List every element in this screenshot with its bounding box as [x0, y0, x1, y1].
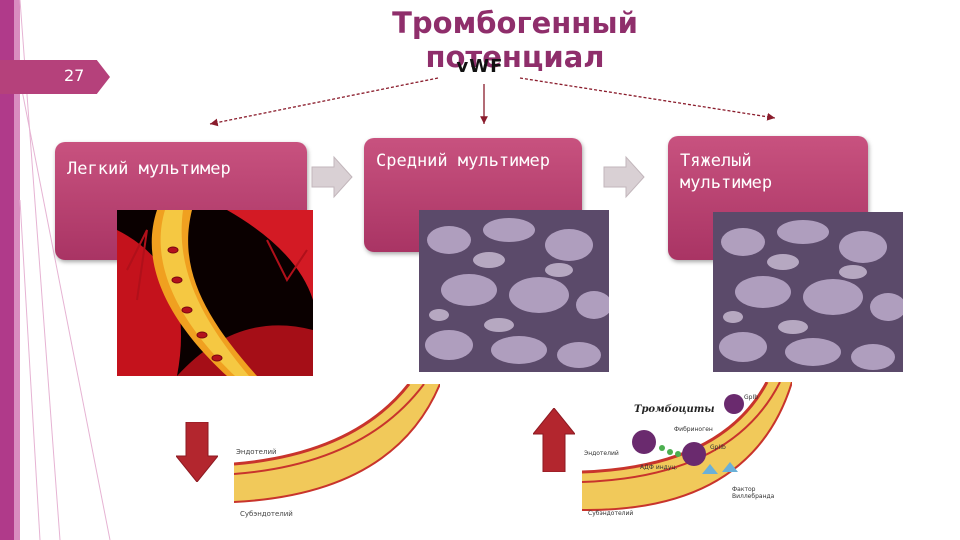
platelets-title: Тромбоциты: [634, 404, 715, 415]
subendothelium-label: Субэндотелий: [588, 510, 634, 517]
gpib-label: GpIb: [744, 394, 759, 401]
vessel-wall-diagram-left: Эндотелий Субэндотелий: [234, 384, 440, 520]
vessel-wall-drawing: [582, 382, 792, 512]
card-light-label: Легкий мультимер: [67, 159, 231, 179]
left-decor-band-light: [14, 0, 20, 540]
up-arrow-icon: [533, 408, 575, 472]
right-arrow-icon: [603, 155, 645, 199]
slide-number-tab: [0, 60, 110, 94]
gpiib-label: GpIIb: [710, 444, 726, 451]
platelets-illustration: [713, 212, 903, 372]
vessel-wall-diagram-right: Тромбоциты GpIb Фибриноген Эндотелий АДФ…: [582, 382, 792, 520]
platelets-image-medium: [419, 210, 609, 372]
platelets-illustration: [419, 210, 609, 372]
card-medium-label: Средний мультимер: [376, 151, 550, 171]
platelets-image-heavy: [713, 212, 903, 372]
blood-vessel-image: [117, 210, 313, 376]
right-arrow-icon: [311, 155, 353, 199]
vessel-wall-drawing: [234, 384, 440, 503]
card-heavy-label: Тяжелый мультимер: [680, 151, 773, 193]
down-arrow-icon: [176, 422, 218, 482]
blood-vessel-illustration: [117, 210, 313, 376]
vwf-factor-label: Фактор Виллебранда: [732, 486, 775, 500]
vwf-label: vWF: [456, 56, 504, 77]
endothelium-label: Эндотелий: [236, 448, 277, 456]
fibrinogen-label: Фибриноген: [674, 426, 713, 433]
endothelium-label: Эндотелий: [584, 450, 619, 457]
slide-title: Тромбогенный потенциал: [392, 6, 638, 74]
left-decor-band: [0, 0, 14, 540]
subendothelium-label: Субэндотелий: [240, 510, 293, 518]
slide-number: 27: [64, 66, 85, 85]
adp-label: АДФ индуц.: [640, 464, 678, 471]
